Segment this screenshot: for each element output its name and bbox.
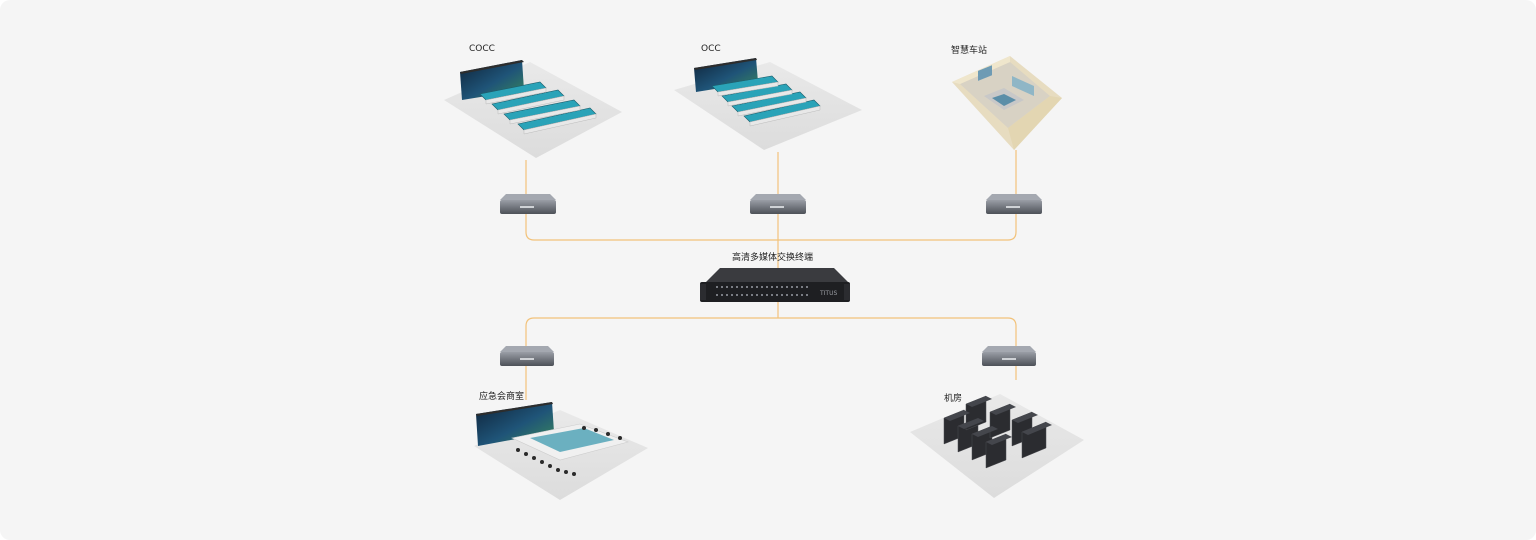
hub-label: 高清多媒体交换终端: [732, 253, 814, 263]
smart-station-label: 智慧车站: [951, 46, 988, 56]
line-station-down: [778, 150, 1017, 241]
occ-label: OCC: [701, 44, 721, 54]
line-emergency: [525, 317, 778, 400]
hub-brand-text: TITUS: [819, 290, 837, 297]
line-cocc-down: [525, 160, 778, 241]
device-occ: [750, 194, 806, 214]
cocc-room-illustration: [444, 60, 622, 158]
machine-room-label: 机房: [944, 394, 963, 404]
emergency-room-illustration: [474, 402, 648, 500]
device-cocc: [500, 194, 556, 214]
cocc-label: COCC: [469, 44, 495, 54]
machine-room-illustration: [910, 394, 1084, 498]
emergency-room-label: 应急会商室: [479, 392, 525, 402]
smart-station-illustration: [952, 56, 1062, 150]
line-machine-room: [778, 317, 1017, 380]
device-station: [986, 194, 1042, 214]
device-machine-room: [982, 346, 1036, 366]
connector-lines: [525, 150, 1017, 400]
device-emergency: [500, 346, 554, 366]
hub-switch: TITUS: [700, 268, 850, 302]
occ-room-illustration: [674, 58, 862, 150]
